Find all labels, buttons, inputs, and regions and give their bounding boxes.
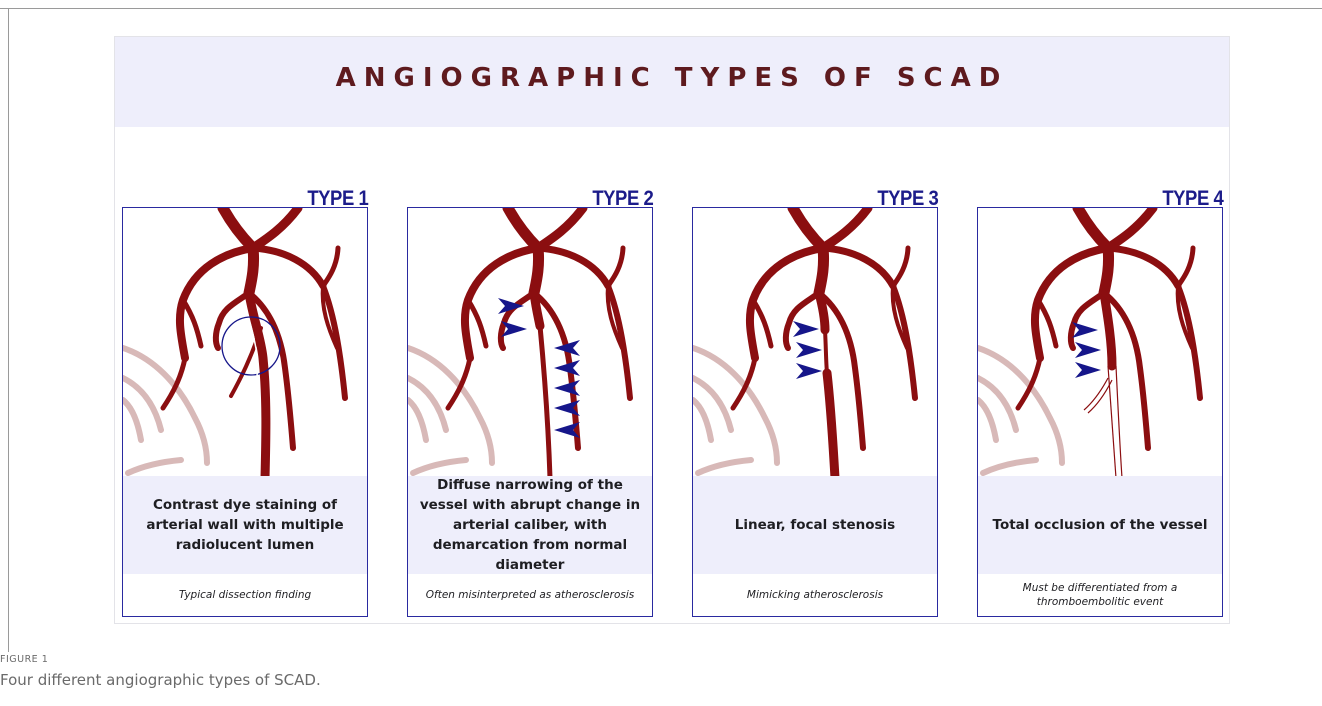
type-note: Mimicking atherosclerosis xyxy=(693,574,937,616)
artery-tree xyxy=(733,208,915,478)
description-band: Total occlusion of the vessel xyxy=(978,476,1222,574)
vessel-illustration xyxy=(693,208,937,478)
artery-tree xyxy=(163,208,345,478)
type-box: Contrast dye staining of arterial wall w… xyxy=(122,207,368,617)
type-box: Linear, focal stenosis Mimicking atheros… xyxy=(692,207,938,617)
background-vessels xyxy=(978,348,1062,473)
frame-top-rule xyxy=(0,8,1322,9)
type-note: Often misinterpreted as atherosclerosis xyxy=(408,574,652,616)
description-band: Linear, focal stenosis xyxy=(693,476,937,574)
type-description: Linear, focal stenosis xyxy=(727,515,903,535)
arrowhead xyxy=(1072,322,1098,338)
arrowhead xyxy=(796,363,822,379)
arrowhead xyxy=(1075,342,1101,358)
type-note: Must be differentiated from a thromboemb… xyxy=(978,574,1222,616)
vessel-illustration xyxy=(978,208,1222,478)
figure-caption: Four different angiographic types of SCA… xyxy=(0,671,321,689)
type-description: Diffuse narrowing of the vessel with abr… xyxy=(408,475,652,575)
type-card-4: TYPE 4 xyxy=(977,187,1223,617)
arrowhead xyxy=(554,380,580,396)
type-box: Total occlusion of the vessel Must be di… xyxy=(977,207,1223,617)
figure-title: ANGIOGRAPHIC TYPES OF SCAD xyxy=(115,63,1229,93)
occluded-vessel-outline xyxy=(1084,366,1122,478)
frame-left-rule xyxy=(8,8,9,652)
figure-panel: ANGIOGRAPHIC TYPES OF SCAD TYPE 1 xyxy=(114,36,1230,624)
arrowhead xyxy=(1075,362,1101,378)
type-card-1: TYPE 1 xyxy=(122,187,368,617)
arrowhead-markers xyxy=(793,321,822,379)
type-box: Diffuse narrowing of the vessel with abr… xyxy=(407,207,653,617)
description-band: Contrast dye staining of arterial wall w… xyxy=(123,476,367,574)
background-vessels xyxy=(408,348,492,473)
arrowhead xyxy=(796,342,822,358)
type-description: Total occlusion of the vessel xyxy=(985,515,1216,535)
type-description: Contrast dye staining of arterial wall w… xyxy=(123,495,367,555)
arrowhead-markers xyxy=(1072,322,1101,378)
type-card-3: TYPE 3 xyxy=(692,187,938,617)
figure-label: FIGURE 1 xyxy=(0,654,48,665)
description-band: Diffuse narrowing of the vessel with abr… xyxy=(408,476,652,574)
vessel-illustration xyxy=(408,208,652,478)
artery-tree xyxy=(448,208,630,478)
background-vessels xyxy=(693,348,777,473)
title-band: ANGIOGRAPHIC TYPES OF SCAD xyxy=(115,37,1229,127)
arrowhead xyxy=(793,321,819,337)
type-card-2: TYPE 2 xyxy=(407,187,653,617)
vessel-illustration xyxy=(123,208,367,478)
background-vessels xyxy=(123,348,207,473)
type-note: Typical dissection finding xyxy=(123,574,367,616)
